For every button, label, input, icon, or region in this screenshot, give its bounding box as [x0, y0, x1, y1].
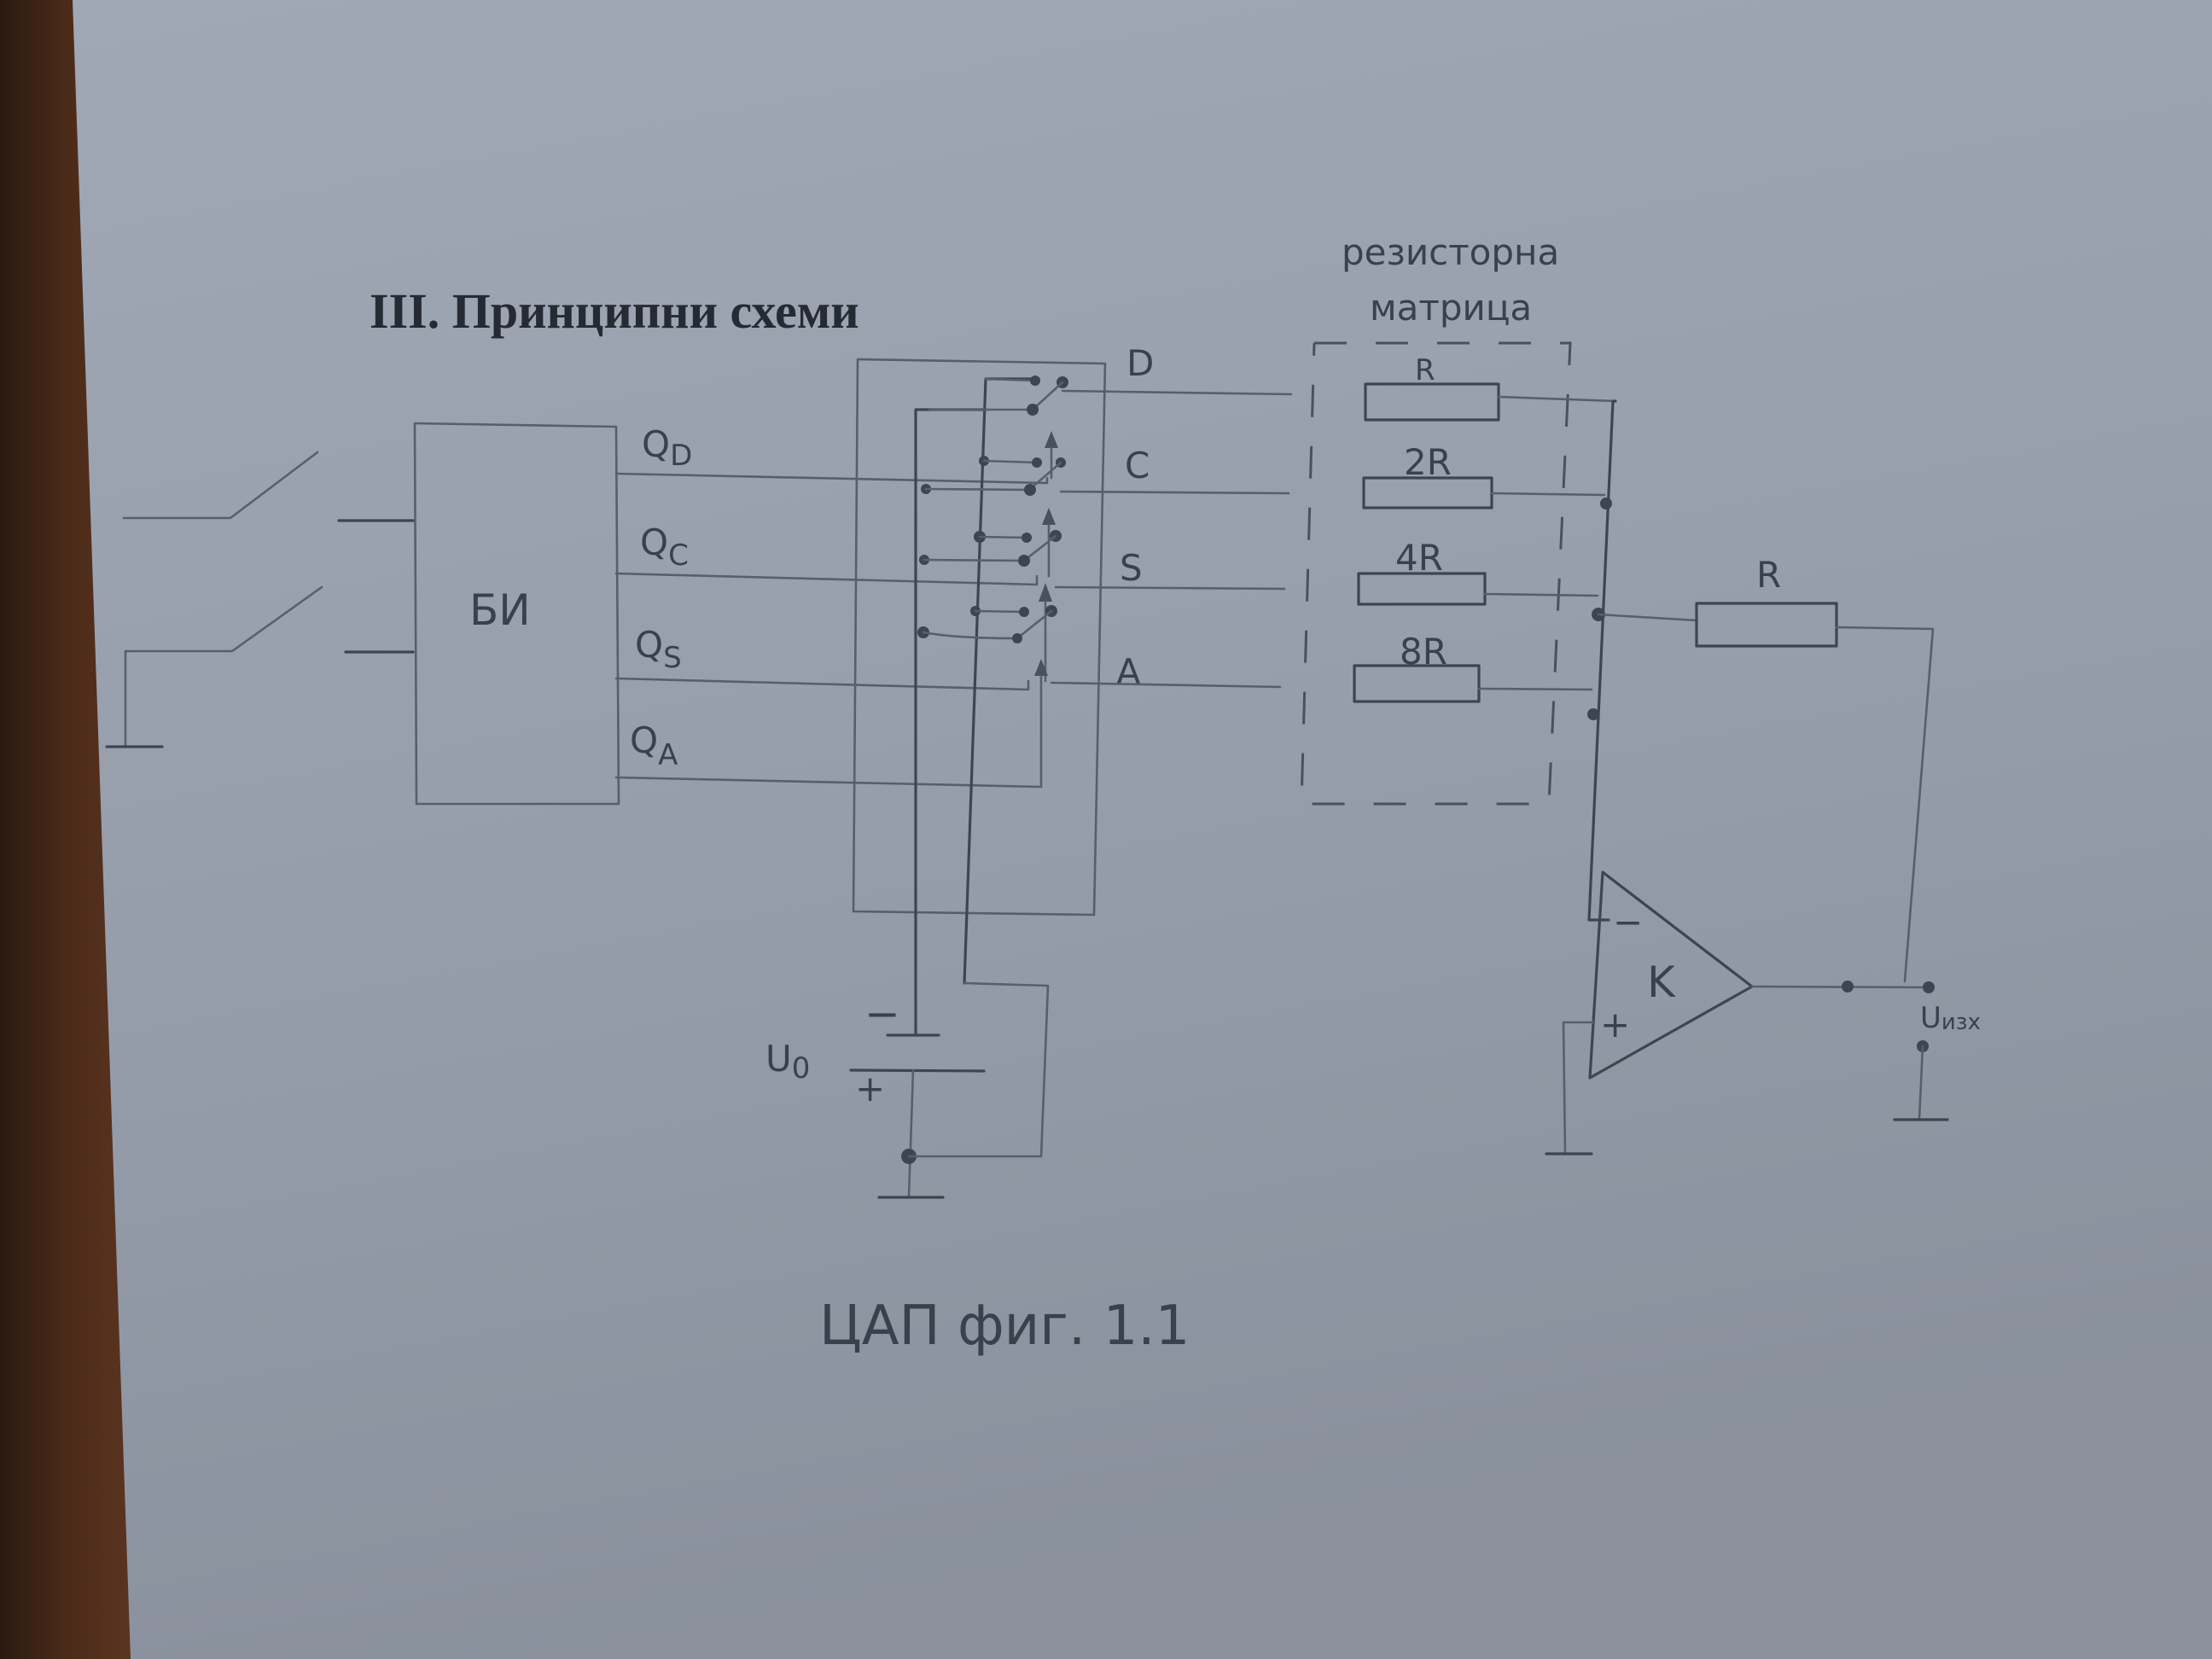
switch-cell-d	[928, 375, 1068, 480]
svg-text:R: R	[1756, 554, 1781, 596]
svg-text:R: R	[1415, 353, 1435, 387]
output-terminal-top	[1923, 981, 1935, 993]
feedback-resistor: R	[1597, 554, 1935, 983]
op-amp-plus-sign: +	[1600, 1004, 1630, 1045]
source-plus-sign: +	[855, 1068, 885, 1109]
source-label: U0	[765, 1038, 810, 1086]
channel-wires	[1050, 389, 1293, 689]
op-amp: − + K	[1545, 870, 1930, 1155]
wooden-frame-edge	[0, 0, 131, 1659]
op-amp-minus-sign: −	[1613, 901, 1643, 943]
channel-label-a: A	[1116, 651, 1141, 693]
q-a-label: QA	[630, 719, 678, 772]
resistor-8r: 8R	[1353, 631, 1593, 703]
resistor-matrix-title-line2: матрица	[1370, 287, 1532, 329]
q-output-lines	[614, 472, 1049, 789]
q-d-label: QD	[642, 423, 692, 473]
resistor-matrix: резисторна матрица R 2R 4R 8R	[1300, 231, 1617, 806]
q-a-line	[614, 775, 1043, 789]
section-heading: III. Принципни схеми	[370, 283, 859, 339]
switch-cell-a	[917, 605, 1057, 778]
source-minus-sign: −	[864, 989, 900, 1039]
q-s-label: QS	[635, 624, 682, 675]
output-voltage-label: Uизх	[1920, 1001, 1981, 1035]
resistor-matrix-title-line1: резисторна	[1342, 231, 1559, 273]
bi-block-label: БИ	[469, 585, 531, 635]
svg-text:2R: 2R	[1404, 441, 1452, 483]
op-amp-gain-label: K	[1647, 958, 1676, 1007]
output-terminals: Uизх	[1893, 981, 1981, 1121]
reference-source: − + U0	[765, 981, 1050, 1199]
q-c-label: QC	[640, 521, 689, 573]
channel-label-c: C	[1125, 445, 1150, 486]
svg-text:4R: 4R	[1395, 537, 1443, 579]
resistor-r: R	[1364, 353, 1617, 422]
q-c-line	[614, 572, 1039, 586]
input-switch-2	[105, 585, 415, 748]
q-d-line	[614, 472, 1049, 485]
q-s-line	[614, 677, 1030, 691]
switch-cell-c	[921, 456, 1066, 578]
resistor-4r: 4R	[1357, 537, 1599, 606]
input-switch-1	[122, 451, 415, 522]
figure-caption: ЦАП фиг. 1.1	[819, 1295, 1190, 1358]
channel-label-d: D	[1126, 342, 1154, 384]
q-labels: QD QC QS QA	[630, 423, 692, 772]
bi-block: БИ	[413, 422, 620, 806]
matrix-boundary	[1300, 341, 1572, 806]
resistor-2r: 2R	[1362, 441, 1606, 509]
svg-text:8R: 8R	[1400, 631, 1447, 672]
channel-label-s: S	[1120, 547, 1143, 589]
channel-labels: D C S A	[1116, 342, 1154, 693]
